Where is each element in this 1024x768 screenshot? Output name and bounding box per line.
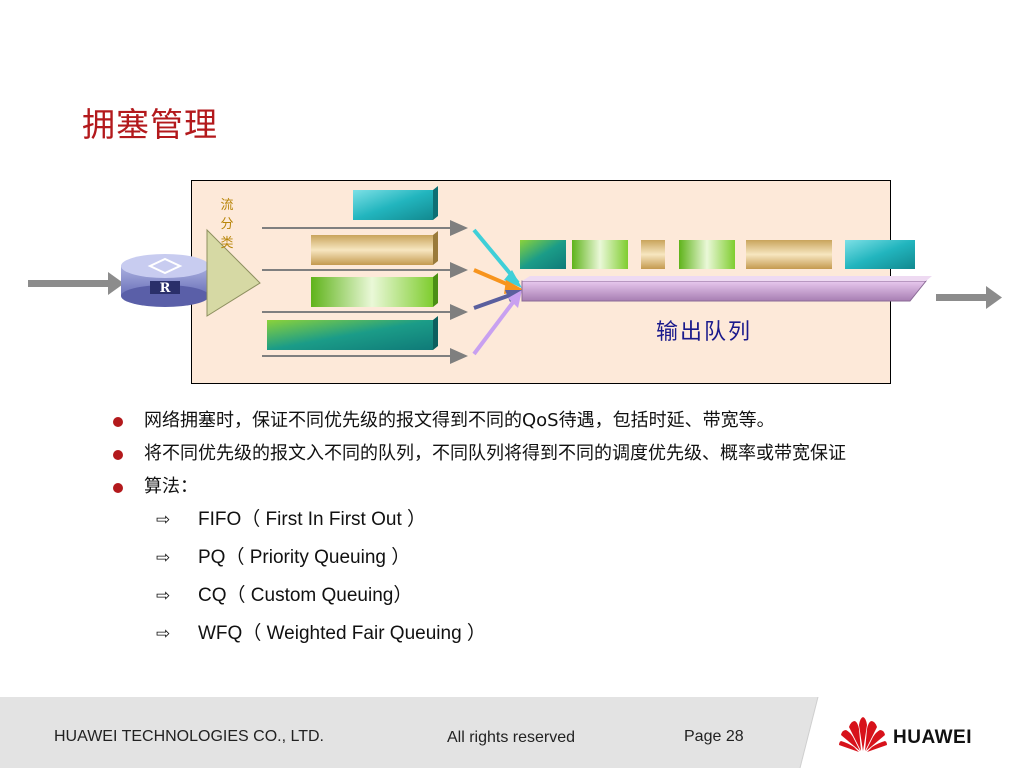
right-arrow-icon: ⇨ [156, 586, 171, 606]
algorithm-text: WFQ（ Weighted Fair Queuing ） [198, 623, 486, 644]
algorithm-text: CQ（ Custom Queuing） [198, 585, 413, 606]
input-queue-packets [267, 186, 438, 350]
bullet-dot-icon [113, 417, 123, 427]
flow-arrows [262, 220, 468, 364]
algorithm-item: ⇨ WFQ（ Weighted Fair Queuing ） [110, 622, 940, 646]
router-label: R [160, 281, 171, 296]
huawei-logo-icon [839, 717, 887, 752]
bullet-item: 将不同优先级的报文入不同的队列，不同队列将得到不同的调度优先级、概率或带宽保证 [110, 441, 940, 467]
footer-company: HUAWEI TECHNOLOGIES CO., LTD. [54, 728, 324, 745]
huawei-brand-text: HUAWEI [893, 727, 972, 748]
bullet-dot-icon [113, 483, 123, 493]
input-arrow [28, 272, 124, 295]
algorithm-text: PQ（ Priority Queuing ） [198, 547, 411, 568]
algorithm-item: ⇨ CQ（ Custom Queuing） [110, 584, 940, 608]
classify-label-text: 流 分 类 [220, 198, 234, 251]
page-number: Page 28 [684, 728, 744, 745]
flow-classification-label: 流 分 类 [216, 196, 238, 253]
algorithm-text: FIFO（ First In First Out ） [198, 509, 427, 530]
right-arrow-icon: ⇨ [156, 548, 171, 568]
right-arrow-icon: ⇨ [156, 624, 171, 644]
bullet-item: 算法： [110, 474, 940, 500]
output-queue-packets [520, 240, 915, 269]
output-queue-label: 输出队列 [656, 320, 753, 345]
router-icon: R [121, 254, 209, 307]
bullet-text: 将不同优先级的报文入不同的队列，不同队列将得到不同的调度优先级、概率或带宽保证 [144, 443, 846, 464]
footer-bar: HUAWEI TECHNOLOGIES CO., LTD. All rights… [0, 697, 1024, 768]
page-title: 拥塞管理 [82, 105, 218, 144]
algorithm-item: ⇨ FIFO（ First In First Out ） [110, 508, 940, 532]
bullet-text: 算法： [144, 476, 198, 497]
classifier-icon [206, 228, 261, 317]
bullet-text: 网络拥塞时，保证不同优先级的报文得到不同的QoS待遇，包括时延、带宽等。 [144, 410, 775, 431]
output-arrow [936, 286, 1002, 309]
scheduler-arrows [472, 228, 524, 356]
bullet-dot-icon [113, 450, 123, 460]
footer-rights: All rights reserved [447, 729, 576, 746]
bullet-item: 网络拥塞时，保证不同优先级的报文得到不同的QoS待遇，包括时延、带宽等。 [110, 408, 940, 434]
bullet-list: 网络拥塞时，保证不同优先级的报文得到不同的QoS待遇，包括时延、带宽等。 将不同… [110, 408, 940, 646]
algorithm-item: ⇨ PQ（ Priority Queuing ） [110, 546, 940, 570]
output-queue-bar [521, 276, 932, 302]
right-arrow-icon: ⇨ [156, 510, 171, 530]
